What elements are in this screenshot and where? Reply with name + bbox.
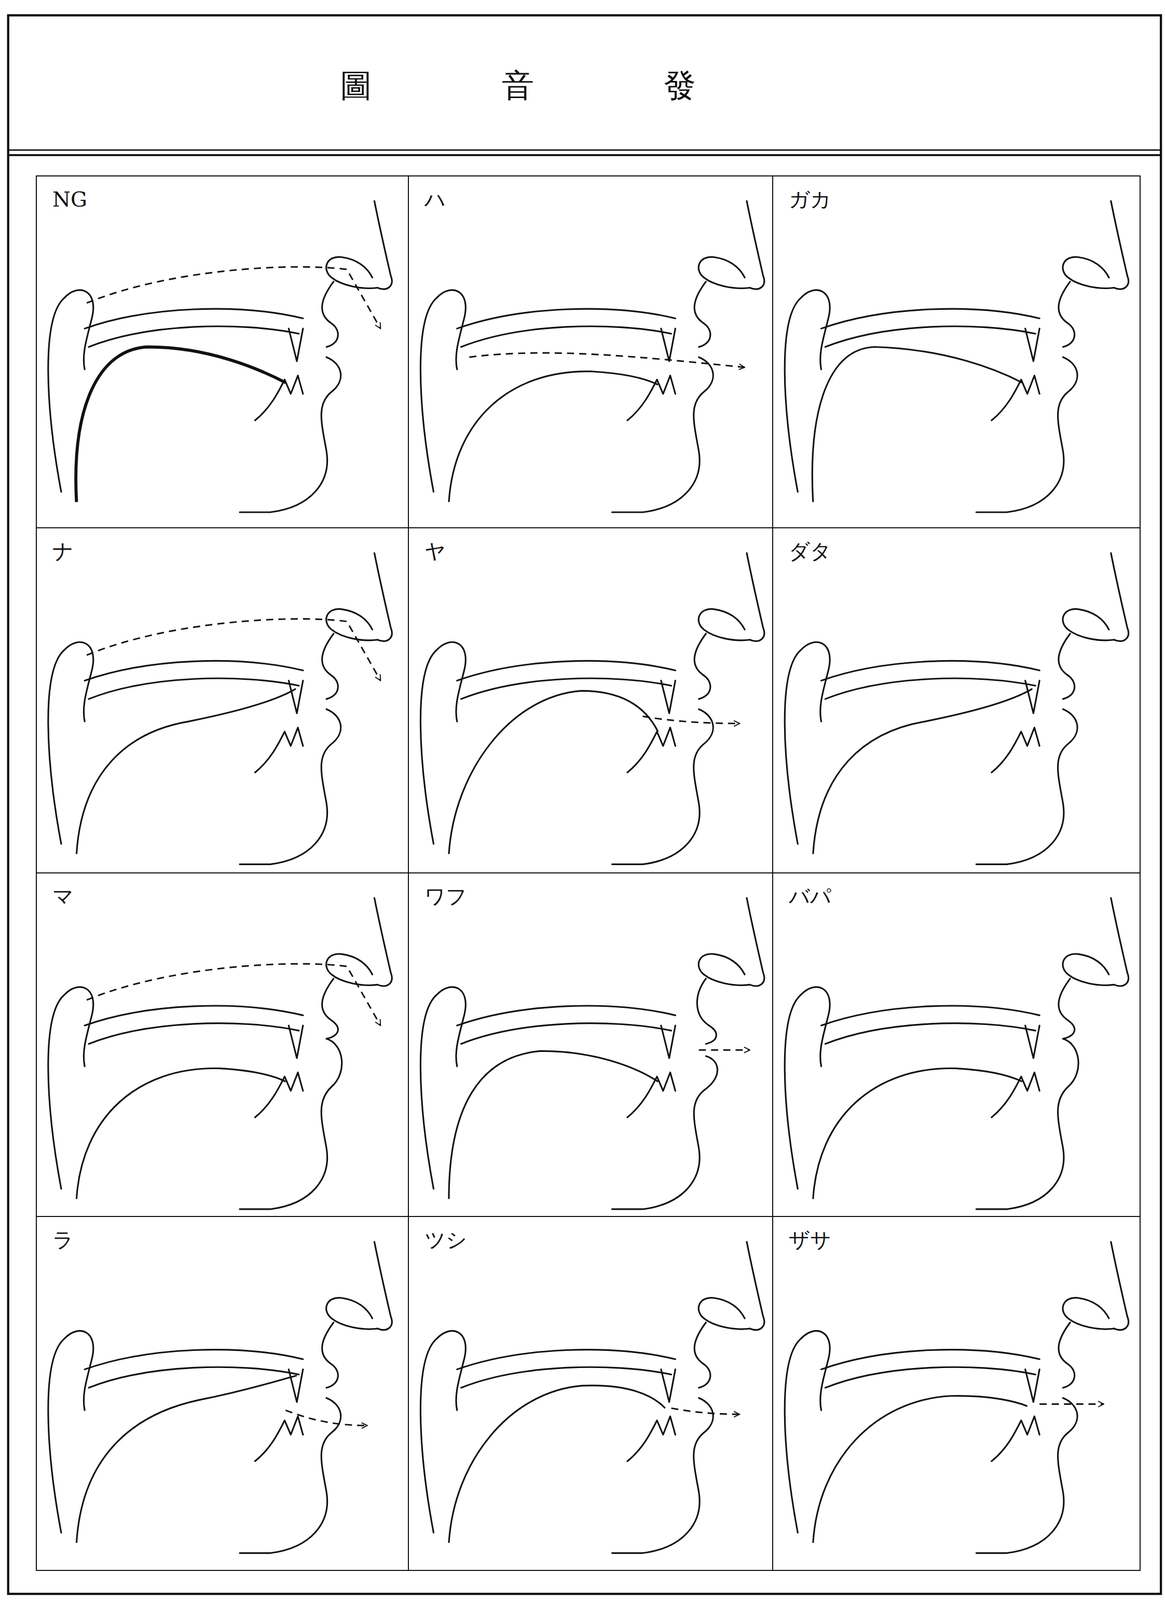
sound-label: ヤ [422, 539, 448, 563]
figure-panel: ヤ [407, 527, 773, 873]
panel-figure [420, 897, 764, 1210]
panel-figure [784, 553, 1129, 865]
airflow-arrow [469, 352, 745, 368]
figure-panel: ツシ [407, 1215, 773, 1571]
tongue [813, 1395, 1028, 1543]
figure-panel: ハ [407, 175, 773, 528]
figure-panel: ザサ [772, 1215, 1141, 1571]
panel-figure [48, 1241, 392, 1554]
panel-figure [784, 200, 1129, 513]
tongue [76, 1067, 286, 1199]
sound-label: バパ [786, 884, 834, 908]
sound-label: ラ [50, 1228, 76, 1252]
panel-figure [48, 897, 392, 1210]
sound-label: ダタ [786, 539, 834, 563]
panel-figure [784, 897, 1129, 1210]
figure-panel: ダタ [772, 527, 1141, 873]
tongue [448, 371, 659, 503]
tongue [76, 1375, 297, 1543]
tongue [813, 1067, 1023, 1199]
figure-panel: バパ [772, 872, 1141, 1216]
sound-label: ナ [50, 539, 76, 563]
sound-label: ワフ [422, 884, 470, 908]
panel-figure [48, 200, 392, 513]
airflow-arrow [86, 963, 381, 1026]
figure-panel: NG [35, 175, 408, 528]
airflow-arrow [86, 266, 381, 329]
airflow-arrow [642, 716, 740, 724]
figure-panel: ガカ [772, 175, 1141, 528]
title-rule [8, 149, 1161, 152]
airflow-arrow [699, 1049, 750, 1051]
title-rule [8, 154, 1161, 157]
figure-panel: マ [35, 872, 408, 1216]
tongue [448, 1050, 659, 1199]
sound-label: ハ [422, 187, 448, 211]
figure-panel: ラ [35, 1215, 408, 1571]
tongue [75, 347, 286, 503]
figure-panel: ワフ [407, 872, 773, 1216]
sound-label: マ [50, 884, 76, 908]
title: 發音圖 [0, 66, 1165, 105]
panel-figure [784, 1241, 1129, 1554]
tongue [813, 688, 1033, 855]
airflow-arrow [86, 619, 381, 681]
airflow-arrow [671, 1407, 740, 1415]
sound-label: ツシ [422, 1228, 470, 1252]
tongue [812, 347, 1022, 503]
airflow-arrow [1039, 1403, 1104, 1405]
tongue [76, 688, 296, 855]
panel-figure [420, 1241, 764, 1554]
outer-frame [8, 15, 1161, 1594]
tongue [448, 690, 659, 855]
figure-panel: ナ [35, 527, 408, 873]
panel-figure [48, 553, 392, 865]
airflow-arrow [285, 1409, 367, 1425]
sound-label: ザサ [786, 1228, 834, 1252]
panel-figure [420, 200, 764, 513]
panel-figure [420, 553, 764, 865]
sound-label: NG [50, 187, 90, 211]
tongue [448, 1385, 666, 1543]
sound-label: ガカ [786, 187, 834, 211]
